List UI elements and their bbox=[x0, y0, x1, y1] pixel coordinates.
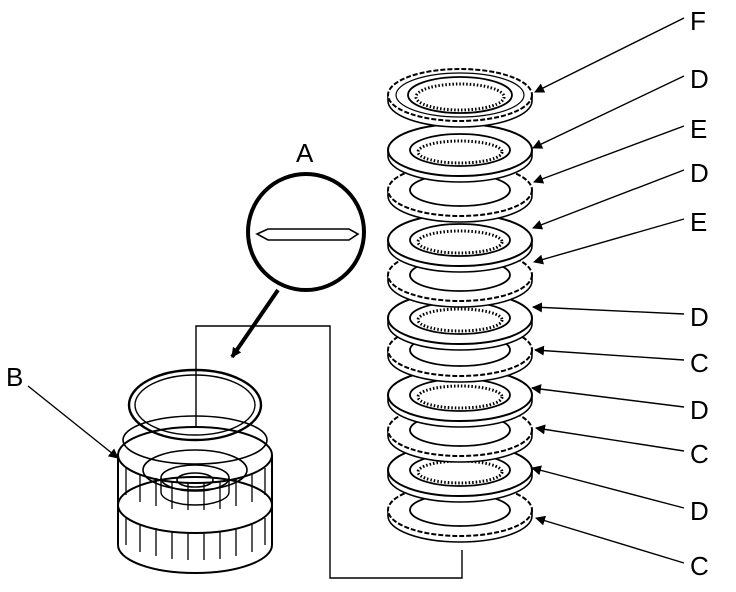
label-c-11: C bbox=[690, 551, 709, 581]
label-d-10: D bbox=[690, 496, 709, 526]
label-f-1: F bbox=[690, 6, 706, 36]
leader-line-7 bbox=[534, 345, 685, 361]
plate-6 bbox=[387, 291, 533, 351]
label-c-7: C bbox=[690, 348, 709, 378]
leader-line-8 bbox=[531, 384, 685, 408]
label-c-9: C bbox=[690, 439, 709, 469]
leader-line-5 bbox=[533, 218, 685, 265]
detail-circle-a bbox=[246, 172, 366, 292]
label-d-8: D bbox=[690, 395, 709, 425]
label-a: A bbox=[296, 138, 314, 168]
leader-line-11 bbox=[535, 515, 685, 564]
leader-line-9 bbox=[535, 424, 685, 452]
leader-line-2 bbox=[532, 75, 685, 149]
plate-1 bbox=[387, 68, 533, 128]
leader-line-10 bbox=[531, 465, 685, 509]
plate-2 bbox=[387, 123, 533, 183]
assembly-connector-line bbox=[195, 325, 463, 579]
plate-stack bbox=[387, 68, 533, 543]
callout-leaders bbox=[531, 17, 685, 564]
leader-line-4 bbox=[532, 169, 685, 230]
label-e-5: E bbox=[690, 207, 707, 237]
leader-line-6 bbox=[532, 302, 685, 315]
leader-line-3 bbox=[533, 125, 685, 184]
snap-ring bbox=[127, 368, 263, 442]
plate-4 bbox=[387, 213, 533, 273]
plate-8 bbox=[387, 368, 533, 428]
leader-line-1 bbox=[534, 17, 685, 93]
label-d-2: D bbox=[690, 64, 709, 94]
leader-line-b bbox=[27, 385, 119, 459]
label-d-4: D bbox=[690, 158, 709, 188]
clutch-drum bbox=[117, 415, 273, 574]
ring-cross-section bbox=[255, 228, 360, 241]
label-b: B bbox=[6, 362, 23, 392]
label-e-3: E bbox=[690, 114, 707, 144]
label-d-6: D bbox=[690, 302, 709, 332]
detail-pointer-arrow bbox=[230, 288, 280, 359]
